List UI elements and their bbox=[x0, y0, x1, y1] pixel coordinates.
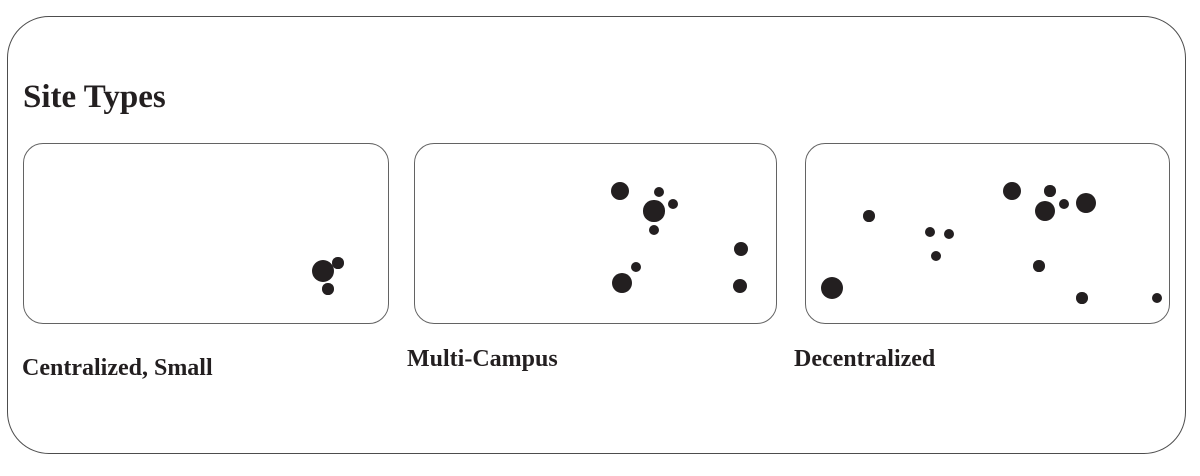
panel-label-centralized-small: Centralized, Small bbox=[22, 355, 213, 381]
site-types-card: Site Types Centralized, Small Multi-Camp… bbox=[7, 16, 1186, 454]
site-dot bbox=[332, 257, 344, 269]
site-dot bbox=[1151, 292, 1163, 304]
site-dot bbox=[322, 283, 334, 295]
site-dot bbox=[312, 260, 334, 282]
site-dot bbox=[612, 273, 632, 293]
site-dot bbox=[1075, 192, 1097, 214]
site-dot bbox=[924, 226, 936, 238]
site-dot bbox=[630, 261, 642, 273]
site-dot bbox=[1034, 200, 1056, 222]
site-dot bbox=[648, 224, 660, 236]
site-dot bbox=[943, 228, 955, 240]
site-map-multi-campus bbox=[414, 143, 777, 324]
panel-label-decentralized: Decentralized bbox=[794, 346, 936, 372]
site-dot bbox=[733, 241, 749, 257]
site-map-decentralized bbox=[805, 143, 1170, 324]
site-dot bbox=[643, 200, 665, 222]
site-dot bbox=[653, 186, 665, 198]
site-dot bbox=[821, 277, 843, 299]
figure-title: Site Types bbox=[23, 79, 166, 115]
site-map-centralized-small bbox=[23, 143, 389, 324]
site-dot bbox=[1044, 185, 1056, 197]
site-dot bbox=[863, 210, 875, 222]
site-dot bbox=[1002, 181, 1022, 201]
site-dot bbox=[733, 279, 747, 293]
site-dot bbox=[1076, 292, 1088, 304]
site-dot bbox=[1059, 199, 1069, 209]
site-dot bbox=[610, 181, 630, 201]
panel-label-multi-campus: Multi-Campus bbox=[407, 346, 558, 372]
site-dot bbox=[931, 251, 941, 261]
site-dot bbox=[667, 198, 679, 210]
site-dot bbox=[1033, 260, 1045, 272]
